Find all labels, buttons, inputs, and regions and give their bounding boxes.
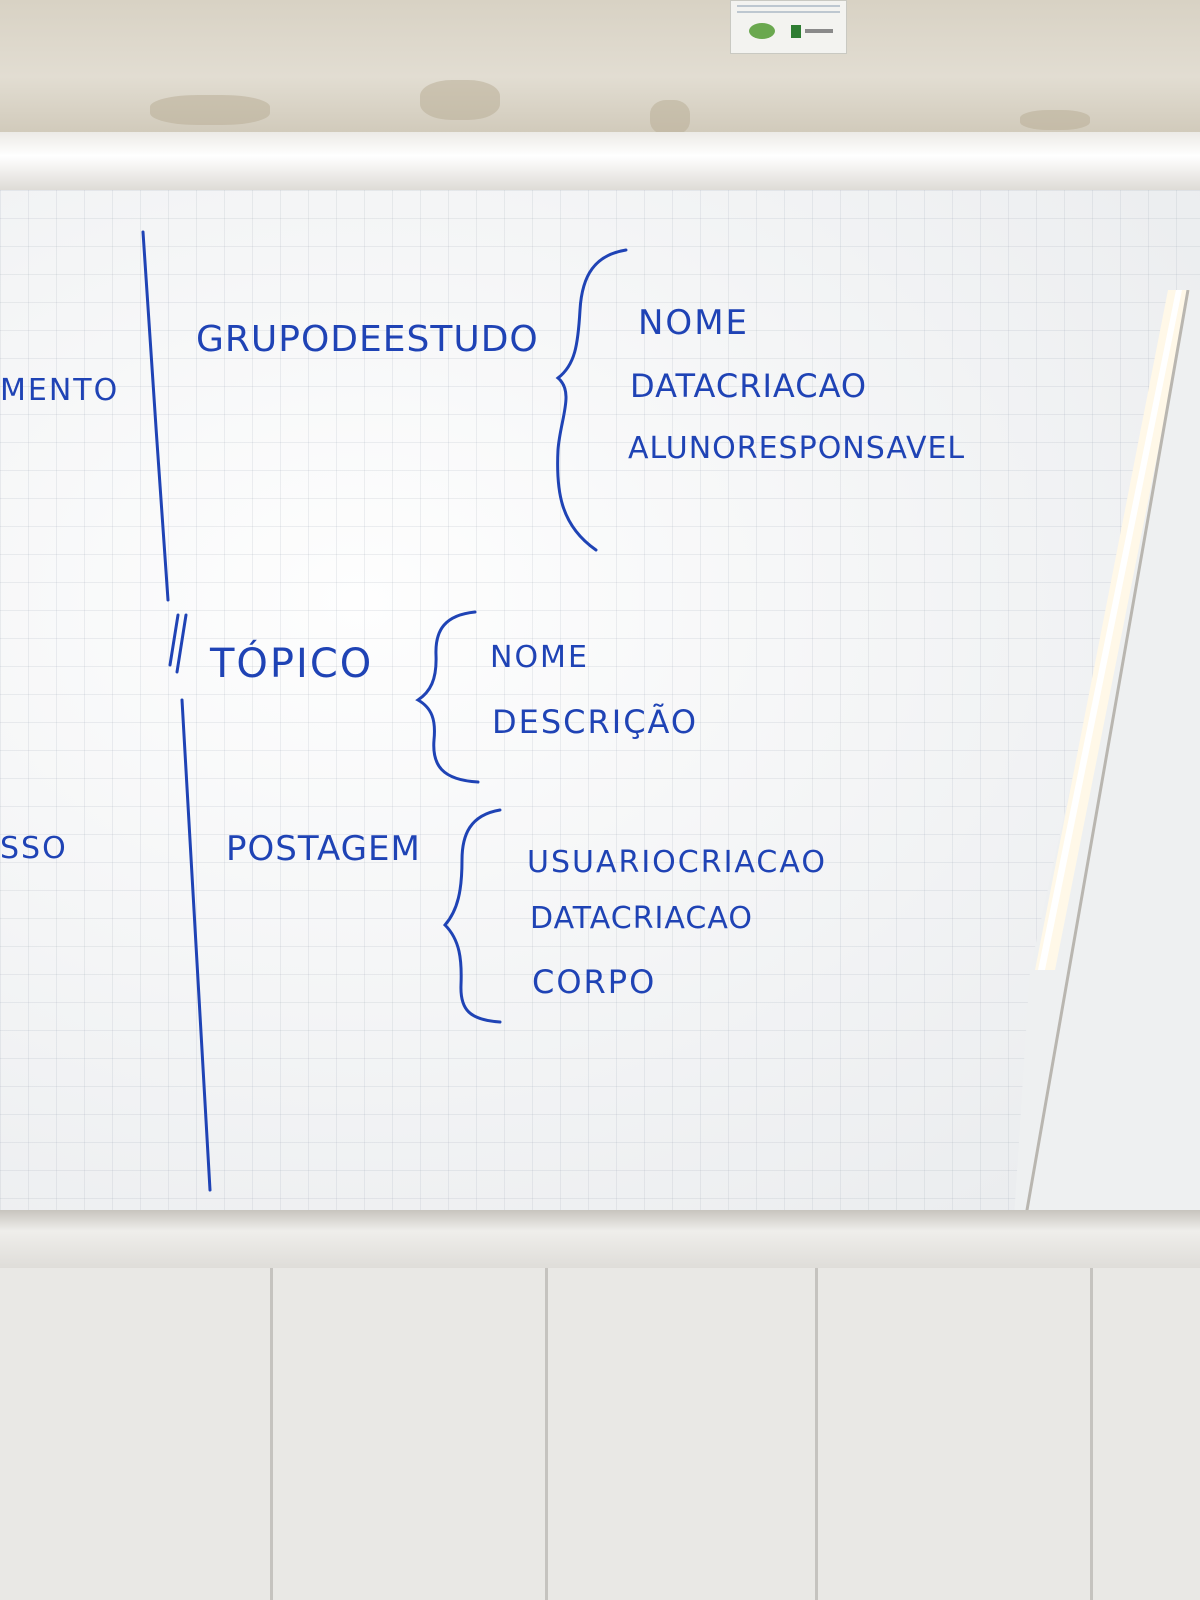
leaf-logo-icon [749, 23, 775, 39]
left-fragment-text: MENTO [0, 373, 120, 408]
attribute-descricao: DESCRIÇÃO [492, 703, 699, 741]
left-fragment-text: SSO [0, 831, 68, 866]
institution-logo-icon [791, 25, 801, 38]
brace-topico [415, 610, 480, 784]
divider-line-bottom [180, 698, 212, 1192]
wall-stain [420, 80, 500, 120]
divider-line-top [141, 230, 170, 602]
wall-notice [730, 0, 847, 54]
whiteboard-frame-bottom [0, 1210, 1200, 1270]
attribute-nome: NOME [638, 303, 750, 343]
wall-stain [150, 95, 270, 125]
attribute-nome: NOME [490, 640, 589, 675]
entity-title-topico: TÓPICO [210, 641, 374, 687]
attribute-corpo: CORPO [532, 963, 657, 1001]
brace-postagem [442, 808, 502, 1024]
entity-title-postagem: POSTAGEM [226, 829, 421, 869]
entity-title-grupodeestudo: GRUPODEESTUDO [196, 319, 539, 360]
whiteboard [0, 190, 1200, 1220]
attribute-datacriacao: DATACRIACAO [530, 901, 753, 936]
brace-grupodeestudo [555, 248, 628, 552]
wall-stain [1020, 110, 1090, 130]
attribute-alunoresponsavel: ALUNORESPONSAVEL [628, 431, 966, 466]
tiled-wall [0, 1268, 1200, 1600]
attribute-usuariocriacao: USUARIOCRIACAO [527, 845, 827, 880]
divider-tick [175, 613, 188, 674]
wall-stain [650, 100, 690, 135]
divider-tick [168, 613, 180, 667]
attribute-datacriacao: DATACRIACAO [630, 367, 868, 405]
window-light [1010, 290, 1200, 1280]
